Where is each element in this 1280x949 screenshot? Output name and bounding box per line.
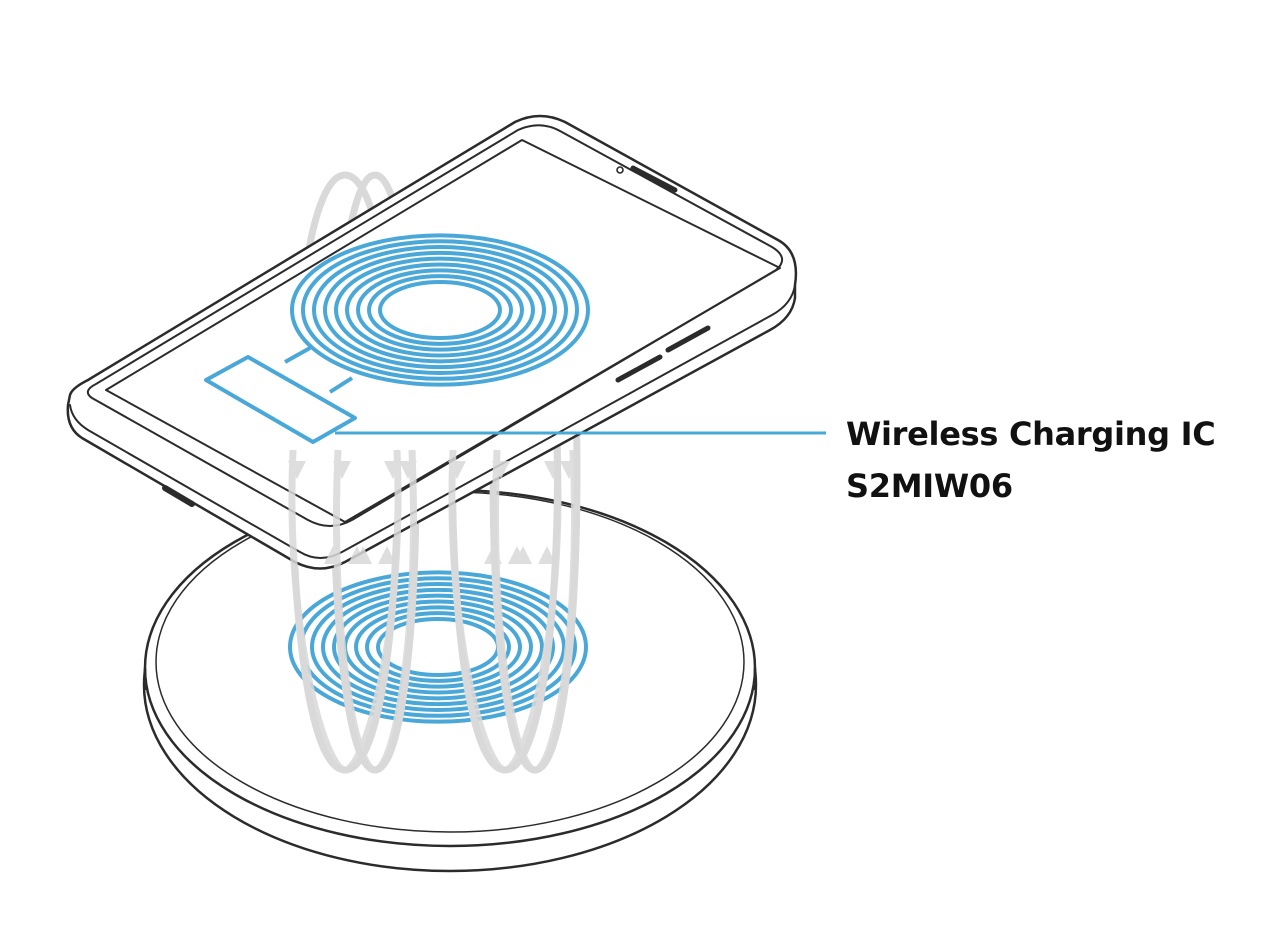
coil-turn bbox=[356, 268, 524, 352]
field-loop-front bbox=[288, 449, 402, 774]
coil-turn bbox=[288, 570, 588, 724]
receiver-coil-icon bbox=[290, 233, 590, 387]
coil-turn bbox=[365, 611, 511, 683]
field-arrow-icon bbox=[333, 461, 351, 479]
ic-chip-icon bbox=[204, 346, 357, 444]
field-arrow-icon bbox=[560, 461, 578, 479]
field-loop-front bbox=[448, 449, 562, 774]
coil-turn bbox=[310, 582, 566, 712]
field-arrow-icon bbox=[378, 546, 396, 564]
coil-turn bbox=[312, 245, 568, 375]
coil-turn bbox=[301, 239, 579, 381]
field-arrow-icon bbox=[399, 461, 417, 479]
coil-turn bbox=[323, 250, 557, 370]
coil-turn bbox=[290, 233, 590, 387]
coil-turn bbox=[345, 262, 535, 358]
field-loop-front bbox=[492, 449, 578, 774]
coil-turn bbox=[354, 605, 522, 689]
field-arrow-icon bbox=[448, 461, 466, 479]
callout-title: Wireless Charging IC bbox=[846, 415, 1216, 453]
field-loop-front bbox=[333, 449, 417, 774]
field-arrow-icon bbox=[354, 546, 372, 564]
field-arrow-icon bbox=[544, 461, 562, 479]
magnetic-field-lines bbox=[288, 449, 578, 774]
coil-turn bbox=[378, 280, 502, 340]
coil-turn bbox=[334, 256, 546, 364]
field-arrow-icon bbox=[514, 546, 532, 564]
coil-turn bbox=[321, 587, 555, 707]
field-arrow-icon bbox=[288, 461, 306, 479]
field-arrow-icon bbox=[384, 461, 402, 479]
field-arrow-icon bbox=[492, 461, 510, 479]
coil-turn bbox=[332, 593, 544, 701]
callout-part-number: S2MIW06 bbox=[846, 467, 1013, 505]
field-arrow-icon bbox=[538, 546, 556, 564]
coil-turn bbox=[367, 274, 513, 346]
